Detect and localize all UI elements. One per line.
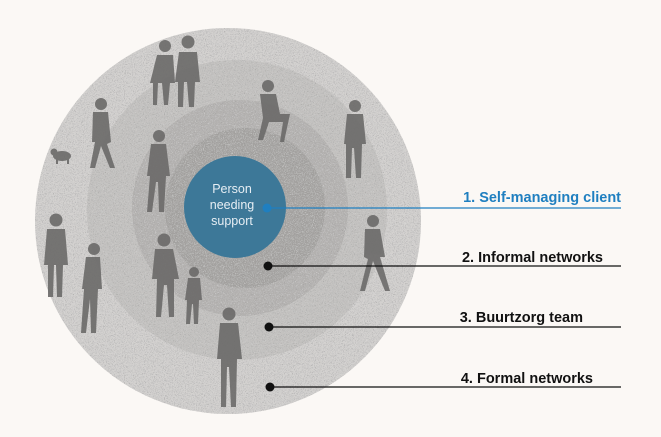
silhouette-person	[152, 233, 179, 317]
silhouette-person	[81, 243, 102, 333]
center-label-line-3: support	[211, 214, 253, 228]
marker-dot	[263, 261, 273, 271]
silhouette-person	[147, 130, 170, 212]
center-label-line-1: Person	[212, 182, 252, 196]
silhouette-person	[90, 98, 115, 168]
silhouette-person	[217, 307, 242, 407]
silhouette-person	[150, 40, 175, 105]
label-buurtzorg-team: 3. Buurtzorg team	[460, 310, 583, 326]
label-formal-networks: 4. Formal networks	[461, 371, 593, 387]
silhouette-dog	[50, 148, 71, 164]
silhouette-person	[344, 100, 366, 178]
leader-self-managing-client	[262, 203, 621, 213]
leader-formal-networks	[265, 382, 621, 392]
silhouette-person	[360, 215, 390, 291]
leader-informal-networks	[263, 261, 621, 271]
silhouette-person	[258, 80, 290, 142]
label-informal-networks: 2. Informal networks	[462, 250, 603, 266]
leader-buurtzorg-team	[264, 322, 621, 332]
silhouette-person	[175, 35, 200, 107]
marker-dot	[265, 382, 275, 392]
marker-dot	[262, 203, 272, 213]
label-self-managing-client: 1. Self-managing client	[463, 190, 621, 206]
marker-dot	[264, 322, 274, 332]
center-person-circle	[184, 156, 286, 258]
center-label-line-2: needing	[210, 198, 255, 212]
silhouette-child	[185, 267, 202, 324]
people-silhouettes	[44, 35, 390, 407]
silhouette-person	[44, 213, 68, 297]
